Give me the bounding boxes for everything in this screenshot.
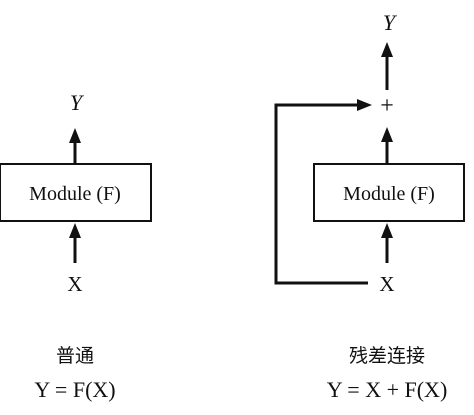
residual-block: Y + Module (F) X <box>274 10 465 296</box>
skip-connection-arrowhead <box>357 99 372 111</box>
captions: 普通 Y = F(X) 残差连接 Y = X + F(X) <box>34 345 447 402</box>
plain-module-label: Module (F) <box>29 183 121 205</box>
plain-caption-title: 普通 <box>56 345 94 367</box>
plain-module-box <box>0 163 152 222</box>
plain-block: Y Module (F) X <box>0 90 152 296</box>
residual-caption-title: 残差连接 <box>349 345 425 367</box>
residual-input-arrowhead <box>381 223 393 238</box>
skip-connection-line <box>274 103 368 285</box>
residual-caption-formula: Y = X + F(X) <box>327 377 448 402</box>
plain-input-label: X <box>67 272 82 296</box>
residual-module-label: Module (F) <box>343 183 435 205</box>
residual-output-arrowhead <box>381 42 393 57</box>
plain-output-label: Y <box>70 90 85 115</box>
residual-sum-node: + <box>380 93 394 119</box>
residual-input-label: X <box>379 272 394 296</box>
residual-output-label: Y <box>383 10 398 35</box>
plain-output-arrowhead <box>69 128 81 143</box>
residual-module-box <box>313 163 465 222</box>
plain-caption-formula: Y = F(X) <box>34 377 115 402</box>
plain-input-arrowhead <box>69 223 81 238</box>
residual-module-out-arrowhead <box>381 127 393 142</box>
